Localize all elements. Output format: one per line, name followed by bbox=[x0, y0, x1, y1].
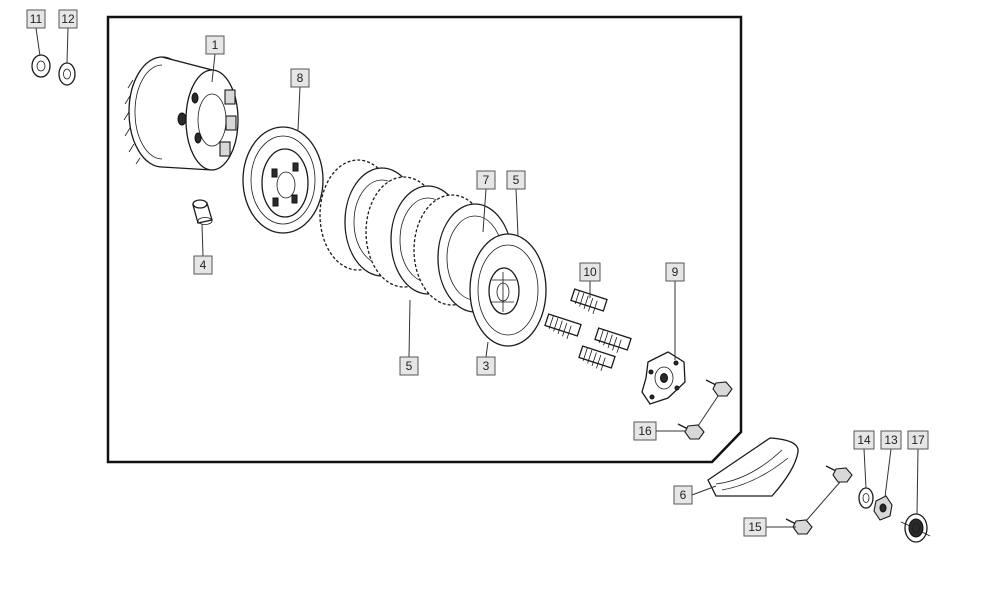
callout-9: 9 bbox=[665, 262, 685, 282]
clutch-housing-part-1 bbox=[123, 56, 239, 171]
callout-11: 11 bbox=[26, 9, 46, 29]
assembly-frame bbox=[106, 15, 743, 464]
clutch-plate-stack bbox=[319, 159, 513, 313]
callout-1-text: 1 bbox=[212, 38, 219, 52]
callout-4-text: 4 bbox=[200, 258, 207, 272]
spring bbox=[594, 327, 632, 354]
pressure-plate-part-3 bbox=[469, 233, 547, 347]
bearing-part-17 bbox=[900, 513, 931, 543]
bushing-part-4 bbox=[192, 199, 213, 225]
callout-14: 14 bbox=[853, 430, 875, 450]
callout-13: 13 bbox=[880, 430, 902, 450]
callout-3: 3 bbox=[476, 356, 496, 376]
callout-10: 10 bbox=[579, 262, 601, 282]
callout-14-text: 14 bbox=[857, 433, 871, 447]
callout-5-lower: 5 bbox=[399, 356, 419, 376]
callout-17: 17 bbox=[907, 430, 929, 450]
callout-16-text: 16 bbox=[638, 424, 652, 438]
callout-5-upper-text: 5 bbox=[513, 173, 520, 187]
spring bbox=[544, 313, 582, 340]
clutch-springs-part-10 bbox=[544, 288, 632, 372]
callout-9-text: 9 bbox=[672, 265, 679, 279]
washer-part-14 bbox=[858, 487, 874, 509]
callout-13-text: 13 bbox=[884, 433, 898, 447]
leader-lines bbox=[35, 27, 919, 528]
washer-part-11 bbox=[31, 54, 51, 78]
callout-5-upper: 5 bbox=[506, 170, 526, 190]
spring bbox=[578, 345, 616, 372]
callout-7-text: 7 bbox=[483, 173, 490, 187]
callout-8: 8 bbox=[290, 68, 310, 88]
bolt-part-15 bbox=[825, 465, 853, 483]
washer-part-12 bbox=[58, 62, 76, 86]
callout-8-text: 8 bbox=[297, 71, 304, 85]
callout-16: 16 bbox=[633, 421, 657, 441]
callout-6: 6 bbox=[673, 485, 693, 505]
callout-1: 1 bbox=[205, 35, 225, 55]
callout-7: 7 bbox=[476, 170, 496, 190]
callout-3-text: 3 bbox=[483, 359, 490, 373]
callout-17-text: 17 bbox=[911, 433, 925, 447]
clutch-hub-part-8 bbox=[242, 126, 324, 234]
callout-10-text: 10 bbox=[583, 265, 597, 279]
nut-part-13 bbox=[873, 495, 893, 521]
callout-4: 4 bbox=[193, 255, 213, 275]
callout-12-text: 12 bbox=[61, 12, 75, 26]
callout-15-text: 15 bbox=[748, 520, 762, 534]
callout-6-text: 6 bbox=[680, 488, 687, 502]
bolt-part-16 bbox=[705, 379, 733, 397]
callout-11-text: 11 bbox=[30, 12, 43, 26]
bolt-part-16 bbox=[677, 423, 705, 440]
spring bbox=[570, 288, 608, 315]
callout-15: 15 bbox=[743, 517, 767, 537]
lifter-plate-part-9 bbox=[641, 351, 686, 405]
callout-12: 12 bbox=[58, 9, 78, 29]
clutch-cover-part-6 bbox=[707, 437, 799, 497]
callout-5-lower-text: 5 bbox=[406, 359, 413, 373]
